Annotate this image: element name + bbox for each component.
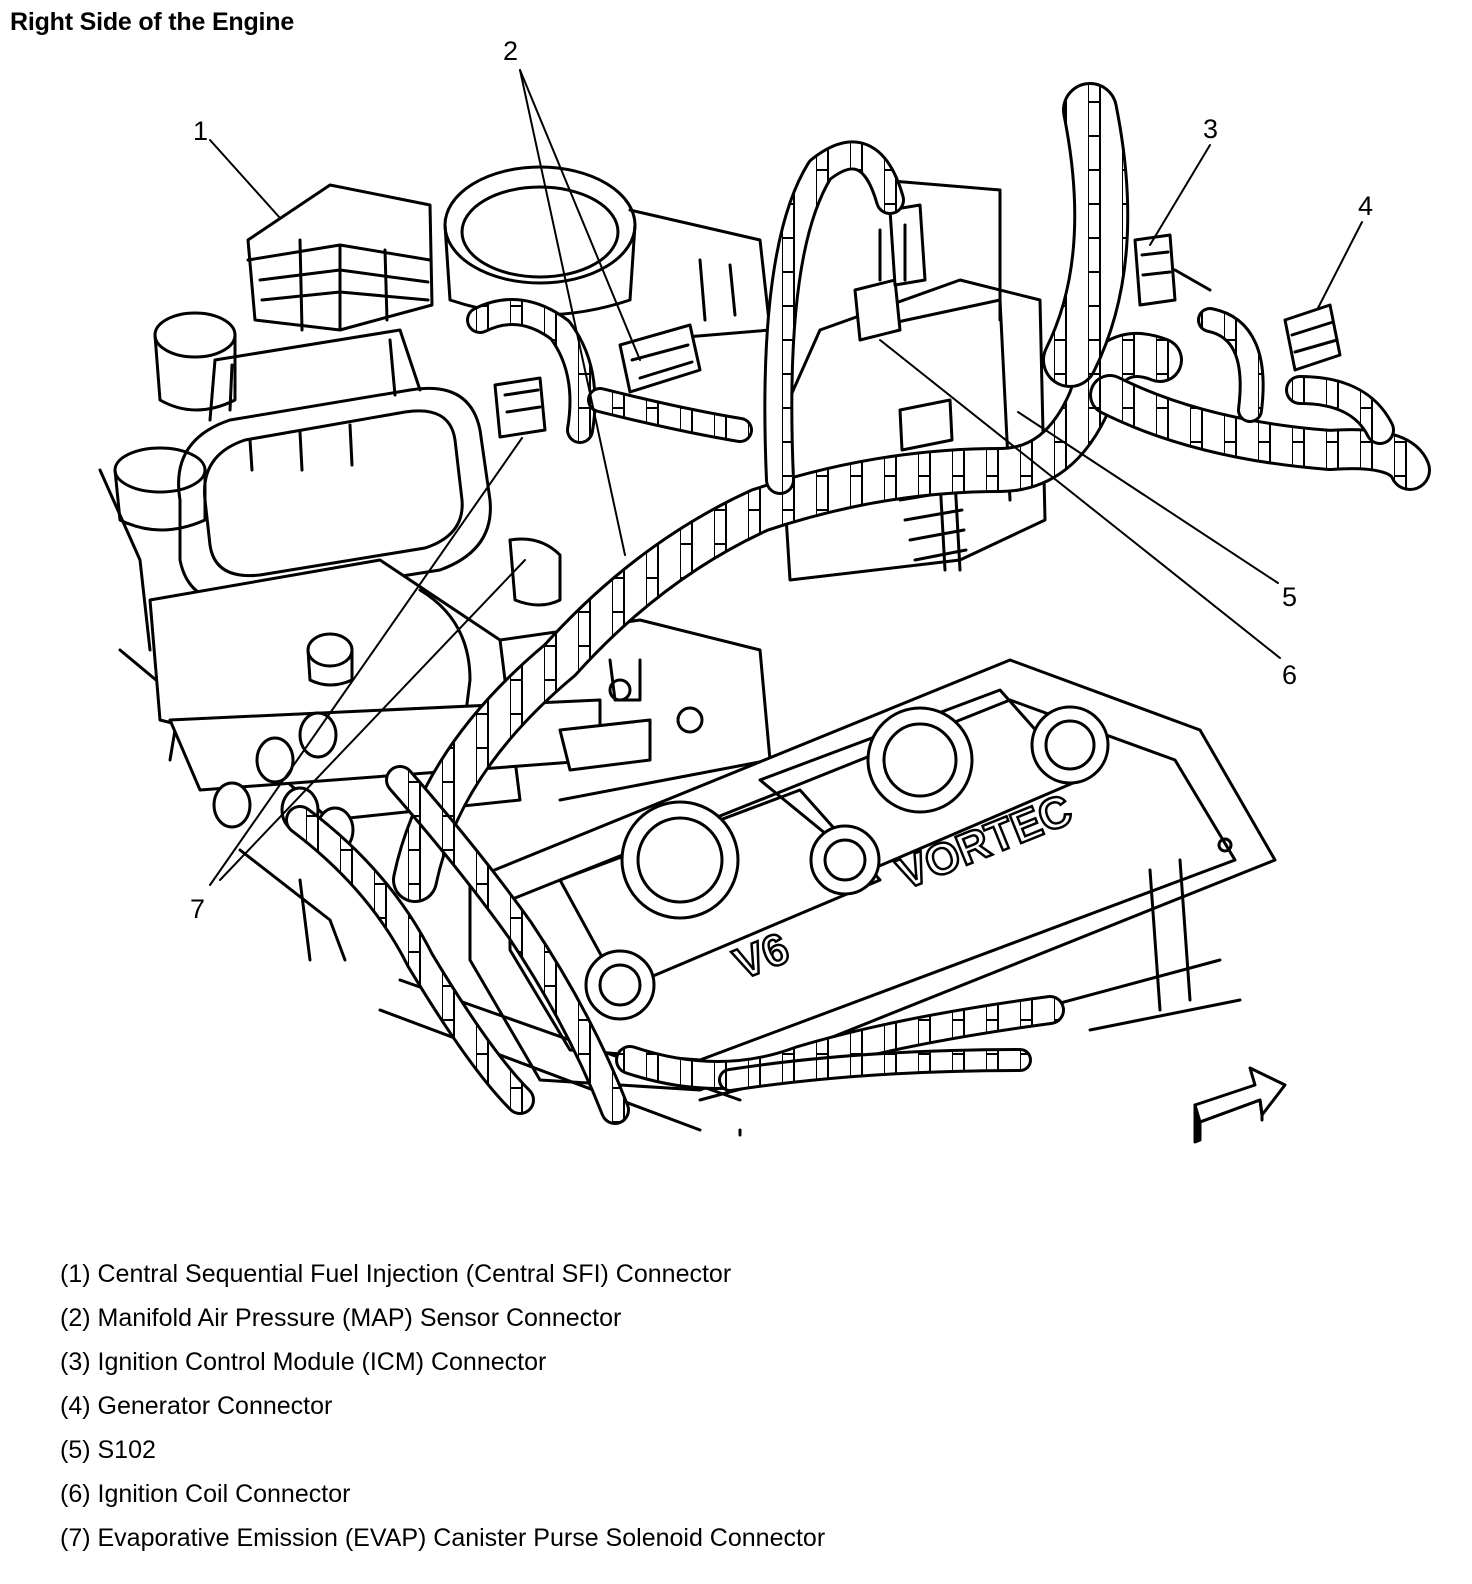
legend-item: (5) S102 <box>60 1436 156 1464</box>
callout-7: 7 <box>190 894 205 924</box>
legend-item: (6) Ignition Coil Connector <box>60 1480 351 1508</box>
wiring-harness <box>285 82 1431 1125</box>
ignition-coil-connector <box>853 203 927 342</box>
direction-arrow-icon <box>1193 1066 1287 1144</box>
map-sensor-connector <box>618 323 702 394</box>
callout-2: 2 <box>503 36 518 66</box>
callout-6: 6 <box>1282 660 1297 690</box>
legend-list: (1) Central Sequential Fuel Injection (C… <box>60 1252 825 1560</box>
intake-plenum <box>177 328 492 604</box>
evap-solenoid-connector <box>493 376 562 607</box>
generator-connector <box>1283 303 1342 372</box>
leader-lines <box>209 69 1363 886</box>
callout-5: 5 <box>1282 582 1297 612</box>
callout-4: 4 <box>1358 191 1373 221</box>
engine-diagram: VORTEC V6 1 2 3 4 5 6 7 <box>98 36 1431 1144</box>
legend-item: (4) Generator Connector <box>60 1392 333 1420</box>
central-sfi-connector <box>246 183 434 332</box>
valve-cover <box>468 658 1277 1092</box>
callout-1: 1 <box>193 116 208 146</box>
legend-item: (1) Central Sequential Fuel Injection (C… <box>60 1260 732 1288</box>
page-title: Right Side of the Engine <box>10 8 295 36</box>
legend-item: (7) Evaporative Emission (EVAP) Canister… <box>60 1524 826 1552</box>
legend-item: (3) Ignition Control Module (ICM) Connec… <box>60 1348 547 1376</box>
icm-connector <box>1133 233 1212 307</box>
callout-3: 3 <box>1203 114 1218 144</box>
legend-item: (2) Manifold Air Pressure (MAP) Sensor C… <box>60 1304 622 1332</box>
